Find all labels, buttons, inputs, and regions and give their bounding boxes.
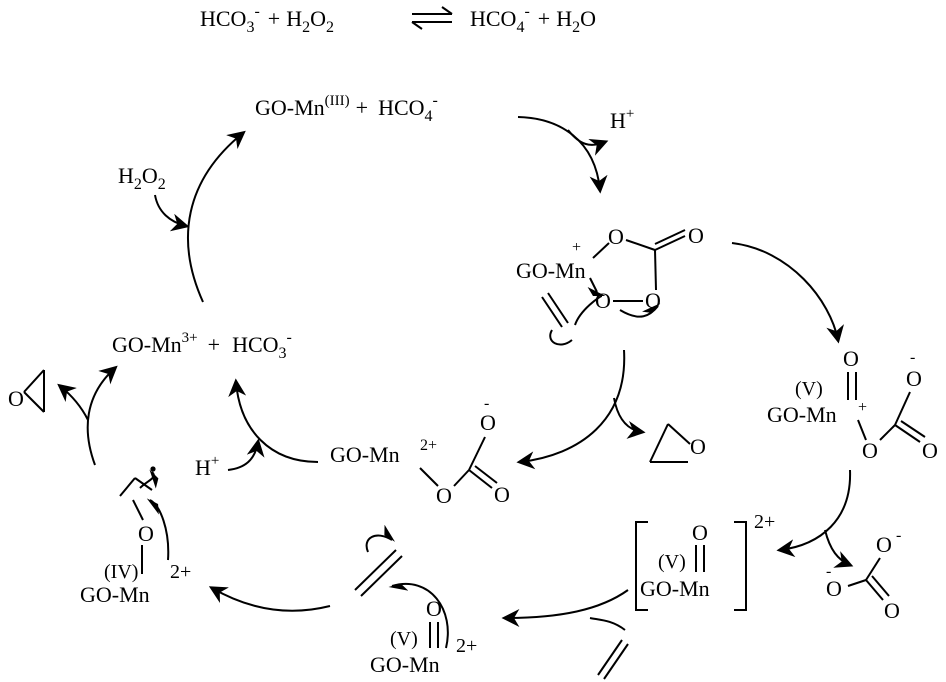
svg-text:(V): (V) (390, 628, 418, 650)
svg-text:+: + (572, 239, 581, 256)
hydrogen-peroxide: H (286, 6, 302, 31)
svg-text:2+: 2+ (754, 511, 775, 533)
svg-text:O: O (922, 438, 938, 463)
carbonate-anion: O - O - O (826, 527, 901, 623)
mniv-alkoxy-radical: O (IV) GO-Mn 2+ (80, 466, 191, 607)
go-mn3-bicarbonate: GO-Mn3++HCO3- (112, 329, 292, 362)
arrow-release-epoxide-left (57, 383, 89, 421)
electron-arrow-oxo (388, 583, 449, 649)
svg-text:-: - (826, 563, 831, 580)
svg-text:GO-Mn: GO-Mn (640, 576, 710, 601)
arrow-to-mnv-bottom (501, 589, 629, 627)
svg-text:O: O (884, 598, 900, 623)
svg-text:+: + (858, 399, 867, 416)
svg-text:O: O (426, 596, 442, 621)
svg-text:(IV): (IV) (104, 561, 138, 583)
svg-text:HCO3-+H2O2: HCO3-+H2O2 (200, 3, 334, 36)
svg-text:(V): (V) (658, 551, 686, 573)
svg-text:O: O (692, 520, 708, 545)
svg-text:GO-Mn: GO-Mn (330, 442, 400, 467)
arrow-proton-in (227, 438, 265, 471)
incoming-alkene (589, 617, 629, 680)
arrow-regenerate (187, 130, 246, 303)
svg-text:O: O (843, 346, 859, 371)
electron-arrow (549, 329, 573, 346)
arrow-to-mn3 (86, 365, 118, 466)
svg-text:O: O (688, 223, 704, 248)
arrow-to-peroxo (517, 116, 608, 194)
electron-arrow-alkene (365, 524, 396, 553)
svg-text:GO-Mn: GO-Mn (370, 652, 440, 677)
arrow-to-mnv (731, 242, 844, 344)
arrow-to-mn3-from-mn2 (228, 378, 319, 463)
mn2-carbonate: GO-Mn 2+ O - O O (330, 395, 510, 508)
arrow-to-mn2 (516, 349, 626, 470)
percarbonate: HCO (470, 6, 516, 31)
svg-text:O: O (645, 288, 661, 313)
equilibrium-arrow (411, 6, 453, 30)
svg-text:GO-Mn: GO-Mn (80, 582, 150, 607)
svg-text:O: O (876, 532, 892, 557)
epoxide-middle: O (649, 423, 706, 463)
hydrogen-peroxide-label: H2O2 (118, 163, 166, 193)
peroxo-carbonate-intermediate: GO-Mn + O O O O (516, 223, 704, 346)
arrow-release-epoxide-mid (613, 397, 646, 439)
arrow-h2o2-in (154, 194, 190, 232)
svg-text:O: O (436, 483, 452, 508)
arrow-release-carbonate (824, 529, 854, 568)
bicarbonate: HCO (200, 6, 246, 31)
svg-text:2+: 2+ (456, 635, 477, 657)
svg-text:O: O (8, 386, 24, 411)
svg-text:GO-Mn: GO-Mn (516, 258, 586, 283)
go-mn-iii-percarbonate: GO-Mn(III)+HCO4- (255, 92, 438, 125)
bracket-mnv-oxo: 2+ O (V) GO-Mn (635, 511, 775, 611)
epoxide-left: O (8, 369, 45, 413)
svg-text:-: - (910, 349, 915, 366)
svg-text:HCO4-+H2O: HCO4-+H2O (470, 3, 596, 36)
svg-text:2+: 2+ (170, 561, 191, 583)
svg-text:O: O (608, 224, 624, 249)
mnv-oxo-alkene: O (V) GO-Mn 2+ (354, 524, 477, 677)
arrow-to-mniv (208, 586, 331, 612)
arrow-to-bracket (776, 469, 852, 558)
svg-text:(V): (V) (795, 378, 823, 400)
water: H (556, 6, 572, 31)
mnv-oxo-carbonate: O (V) GO-Mn + O - O O (767, 346, 938, 463)
arrow-release-proton (567, 129, 609, 156)
proton-top: H+ (610, 106, 634, 133)
svg-text:GO-Mn: GO-Mn (767, 402, 837, 427)
svg-text:O: O (690, 434, 706, 459)
svg-text:-: - (896, 527, 901, 544)
svg-text:O: O (906, 366, 922, 391)
proton-left: H+ (195, 453, 219, 480)
svg-text:O: O (480, 410, 496, 435)
svg-text:O: O (138, 521, 154, 546)
svg-text:-: - (484, 395, 489, 412)
plus-sign: + (268, 6, 280, 31)
svg-text:O: O (494, 482, 510, 507)
svg-text:2+: 2+ (420, 437, 437, 454)
svg-text:O: O (862, 438, 878, 463)
svg-text:O: O (826, 576, 842, 601)
equilibrium-equation: HCO3-+H2O2 HCO4-+H2O (200, 3, 596, 36)
